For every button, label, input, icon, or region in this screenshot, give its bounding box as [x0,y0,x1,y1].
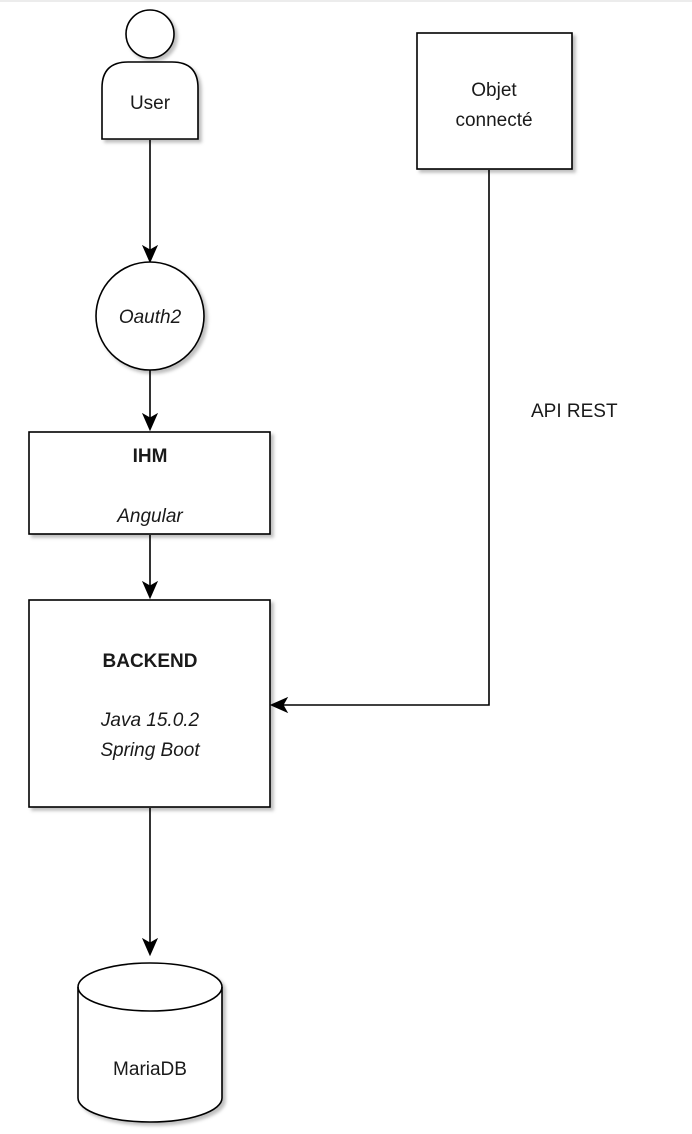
backend-node: BACKEND Java 15.0.2 Spring Boot [28,599,271,808]
mariadb-label: MariaDB [113,1059,187,1080]
objet-label-line1: Objet [471,80,517,101]
api-rest-label: API REST [531,401,618,422]
user-body-icon [101,61,199,140]
edge-objet-to-backend [269,170,490,714]
user-actor-node: User [101,9,199,140]
mariadb-node: MariaDB [77,962,223,1123]
oauth2-label: Oauth2 [119,307,182,328]
backend-subtitle-line1: Java 15.0.2 [100,710,200,731]
ihm-title: IHM [133,446,168,467]
objet-connecte-node: Objet connecté [416,32,573,170]
edge-backend-to-mariadb [141,808,159,957]
database-icon [77,962,223,1123]
ihm-subtitle: Angular [116,506,183,527]
backend-subtitle-line2: Spring Boot [100,740,200,761]
edge-ihm-to-backend [141,535,159,600]
user-head-icon [125,9,175,59]
edge-oauth-to-ihm [141,369,159,432]
ihm-node: IHM Angular [28,431,271,535]
edge-user-to-oauth [141,140,159,264]
user-label: User [130,93,171,114]
backend-title: BACKEND [103,651,198,672]
objet-label-line2: connecté [455,110,532,131]
oauth2-node: Oauth2 [95,261,205,371]
